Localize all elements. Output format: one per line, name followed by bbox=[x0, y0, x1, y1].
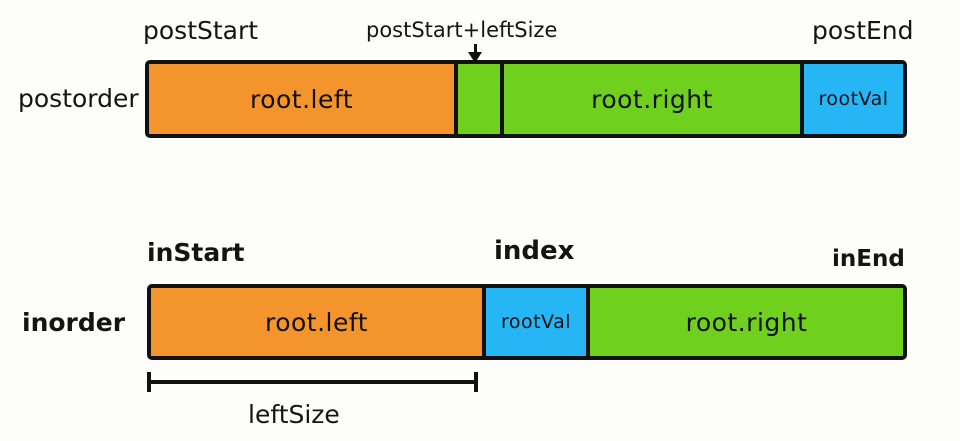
postorder-split-label: postStart+leftSize bbox=[366, 18, 558, 42]
leftsize-label: leftSize bbox=[248, 400, 340, 429]
inorder-index-label: index bbox=[494, 236, 575, 266]
inorder-end-label: inEnd bbox=[832, 246, 905, 272]
arrow-head bbox=[468, 52, 482, 63]
postorder-segment-gap bbox=[454, 64, 500, 134]
inorder-row-label: inorder bbox=[22, 308, 126, 337]
bracket-tick-right bbox=[474, 372, 478, 392]
postorder-segment-root-val: rootVal bbox=[800, 64, 903, 134]
inorder-segment-root-left: root.left bbox=[151, 288, 482, 356]
postorder-split-arrow bbox=[467, 44, 483, 63]
postorder-segment-root-left: root.left bbox=[149, 64, 454, 134]
inorder-segment-root-val: rootVal bbox=[482, 288, 586, 356]
leftsize-bracket bbox=[147, 372, 478, 392]
inorder-segment-root-right: root.right bbox=[586, 288, 903, 356]
postorder-row-label: postorder bbox=[18, 84, 139, 113]
postorder-start-label: postStart bbox=[143, 16, 259, 45]
postorder-bar: root.left root.right rootVal bbox=[145, 60, 907, 138]
bracket-line bbox=[147, 380, 478, 384]
inorder-bar: root.left rootVal root.right bbox=[147, 284, 907, 360]
postorder-segment-root-right: root.right bbox=[500, 64, 800, 134]
inorder-start-label: inStart bbox=[147, 238, 245, 267]
postorder-end-label: postEnd bbox=[812, 16, 914, 45]
